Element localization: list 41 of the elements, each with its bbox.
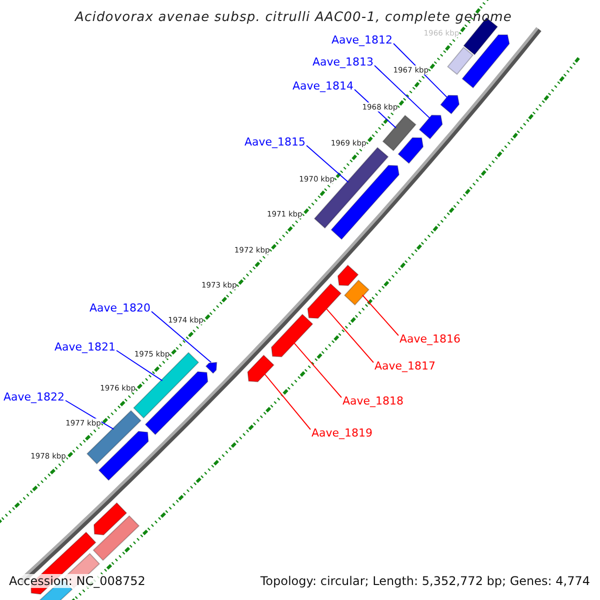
gene-marker (337, 264, 359, 286)
gene-block (92, 515, 140, 561)
leader-line (65, 400, 114, 430)
gene-marker (462, 34, 510, 88)
gene-label: Aave_1814 (292, 80, 354, 92)
gene-label: Aave_1822 (3, 390, 65, 404)
gene-marker (440, 94, 460, 114)
gene-marker (418, 114, 443, 140)
leader-line (362, 294, 399, 336)
gene-block (447, 46, 474, 75)
gene-label: Aave_1821 (54, 340, 116, 354)
gene-label: Aave_1817 (374, 360, 436, 372)
gene-label: Aave_1819 (311, 426, 373, 440)
leader-line (116, 350, 163, 382)
gene-label: Aave_1818 (342, 394, 404, 408)
gene-label: Aave_1813 (312, 56, 374, 68)
leader-line (325, 308, 374, 363)
leader-line (374, 65, 431, 120)
gene-block (86, 410, 142, 464)
gene-marker (93, 502, 128, 536)
gene-label: Aave_1816 (399, 332, 461, 346)
gene-marker (144, 371, 208, 436)
gene-marker (98, 430, 149, 481)
gene-marker (270, 314, 314, 358)
gene-block (133, 352, 200, 419)
gene-label: Aave_1815 (244, 136, 306, 148)
gene-marker (398, 137, 424, 164)
gene-block (344, 280, 370, 306)
leader-line (293, 342, 342, 398)
accession-text: Accession: NC_008752 (9, 574, 146, 588)
leader-line (151, 311, 212, 363)
gene-label: Aave_1812 (331, 34, 393, 46)
gene-marker (205, 362, 218, 374)
gene-marker (247, 354, 274, 382)
leader-line (264, 373, 311, 430)
genome-title: Acidovorax avenae subsp. citrulli AAC00-1, complete genome (75, 10, 512, 25)
leader-line (306, 145, 349, 183)
gene-marker (307, 283, 342, 319)
gene-label: Aave_1820 (89, 302, 151, 314)
gene-block (382, 114, 416, 152)
genome-stats-text: Topology: circular; Length: 5,352,772 bp; Genes: 4,774 (260, 574, 590, 588)
